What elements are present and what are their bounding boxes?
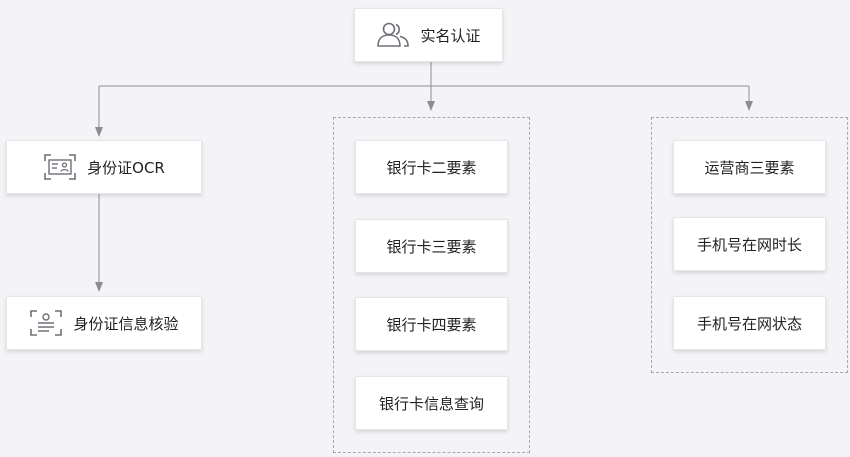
bank-three-factor-node: 银行卡三要素	[355, 219, 508, 273]
carrier-three-factor-label: 运营商三要素	[704, 158, 795, 177]
users-icon	[376, 21, 410, 49]
id-card-ocr-label: 身份证OCR	[87, 158, 165, 177]
phone-online-status-node: 手机号在网状态	[673, 296, 826, 350]
bank-card-group	[333, 117, 530, 453]
carrier-three-factor-node: 运营商三要素	[673, 140, 826, 194]
id-card-icon	[43, 153, 77, 181]
bank-four-factor-label: 银行卡四要素	[386, 315, 477, 334]
bank-four-factor-node: 银行卡四要素	[355, 297, 508, 351]
carrier-group	[651, 117, 848, 373]
id-info-verify-label: 身份证信息核验	[73, 314, 179, 333]
phone-online-status-label: 手机号在网状态	[696, 314, 802, 333]
id-verify-icon	[29, 309, 63, 337]
bank-info-query-node: 银行卡信息查询	[355, 376, 508, 430]
id-info-verify-node: 身份证信息核验	[6, 296, 202, 350]
id-card-ocr-node: 身份证OCR	[6, 140, 202, 194]
bank-two-factor-label: 银行卡二要素	[386, 158, 477, 177]
root-node: 实名认证	[354, 8, 503, 62]
root-label: 实名认证	[420, 26, 481, 45]
phone-online-duration-node: 手机号在网时长	[673, 217, 826, 271]
bank-info-query-label: 银行卡信息查询	[378, 394, 484, 413]
bank-three-factor-label: 银行卡三要素	[386, 237, 477, 256]
phone-online-duration-label: 手机号在网时长	[696, 235, 802, 254]
bank-two-factor-node: 银行卡二要素	[355, 140, 508, 194]
